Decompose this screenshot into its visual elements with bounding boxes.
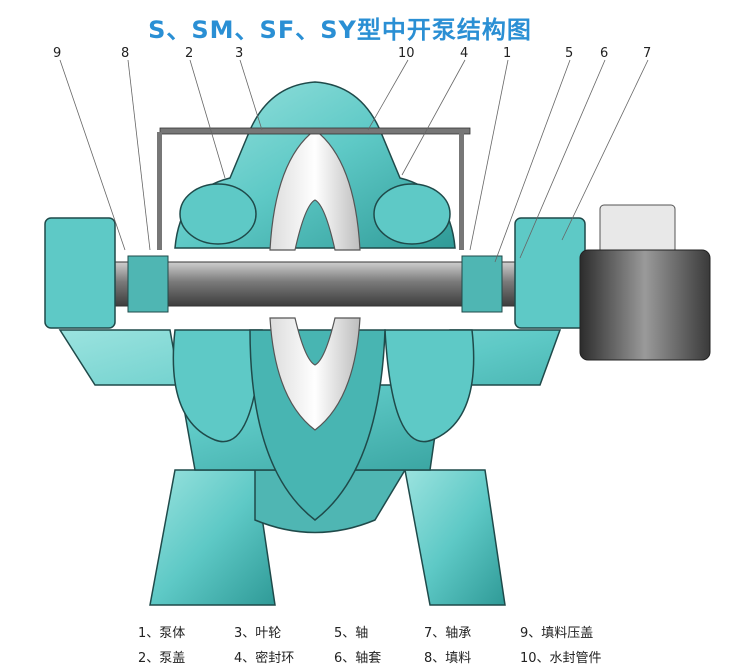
- coupling: [579, 204, 711, 361]
- legend-item-5: 5、轴: [334, 626, 369, 641]
- callout-9: 9: [53, 46, 61, 61]
- legend-item-4: 4、密封环: [234, 651, 295, 666]
- callout-2: 2: [185, 46, 193, 61]
- callout-lines: [59, 59, 649, 263]
- shaft-sleeves: [127, 255, 503, 313]
- bearing-housings: [44, 217, 586, 329]
- callout-5: 5: [565, 46, 573, 61]
- legend-item-7: 7、轴承: [424, 626, 472, 641]
- impeller: [269, 129, 361, 431]
- legend-item-2: 2、泵盖: [138, 651, 186, 666]
- legend-item-3: 3、叶轮: [234, 626, 282, 641]
- legend-item-10: 10、水封管件: [520, 651, 602, 666]
- legend-item-6: 6、轴套: [334, 651, 382, 666]
- legend-item-9: 9、填料压盖: [520, 626, 594, 641]
- water-seal-pipe: [157, 127, 471, 250]
- callout-1: 1: [503, 46, 511, 61]
- diagram-title: S、SM、SF、SY型中开泵结构图: [148, 16, 532, 44]
- callout-4: 4: [460, 46, 468, 61]
- callout-7: 7: [643, 46, 651, 61]
- callout-6: 6: [600, 46, 608, 61]
- callout-3: 3: [235, 46, 243, 61]
- callout-8: 8: [121, 46, 129, 61]
- parts-legend: 1、泵体 3、叶轮 5、轴 7、轴承 9、填料压盖 2、泵盖 4、密封环 6、轴…: [138, 622, 738, 666]
- callout-10: 10: [398, 46, 415, 61]
- callout-numbers: 9 8 2 3 10 4 1 5 6 7: [53, 46, 651, 61]
- legend-item-1: 1、泵体: [138, 626, 186, 641]
- legend-item-8: 8、填料: [424, 651, 472, 666]
